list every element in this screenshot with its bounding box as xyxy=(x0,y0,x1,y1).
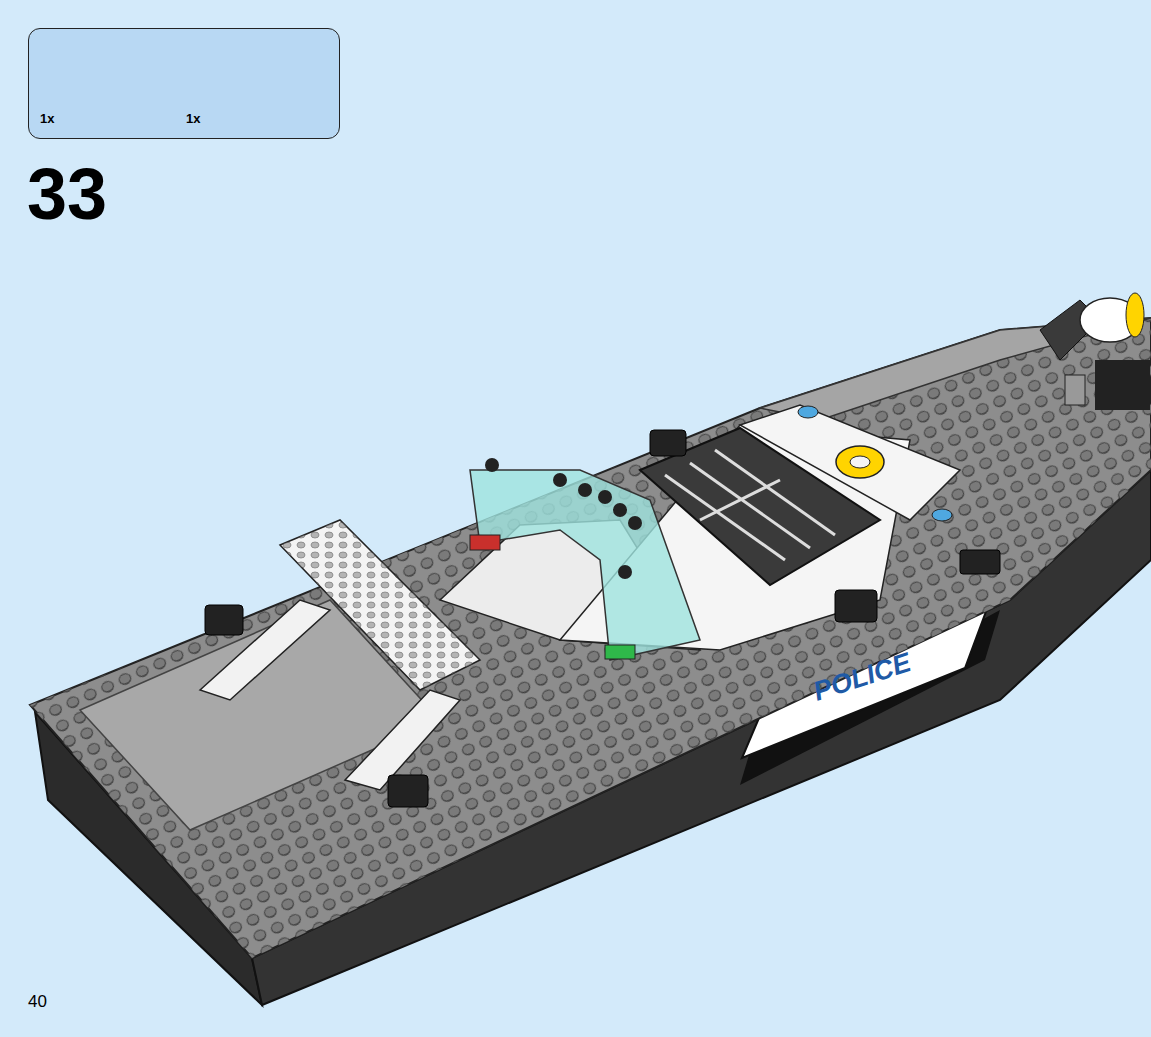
part-quantity: 1x xyxy=(40,111,54,126)
page-number: 40 xyxy=(28,993,47,1010)
part-quantity: 1x xyxy=(186,111,200,126)
parts-callout-box: 1x 1x xyxy=(28,28,340,139)
step-number: 33 xyxy=(27,158,107,230)
